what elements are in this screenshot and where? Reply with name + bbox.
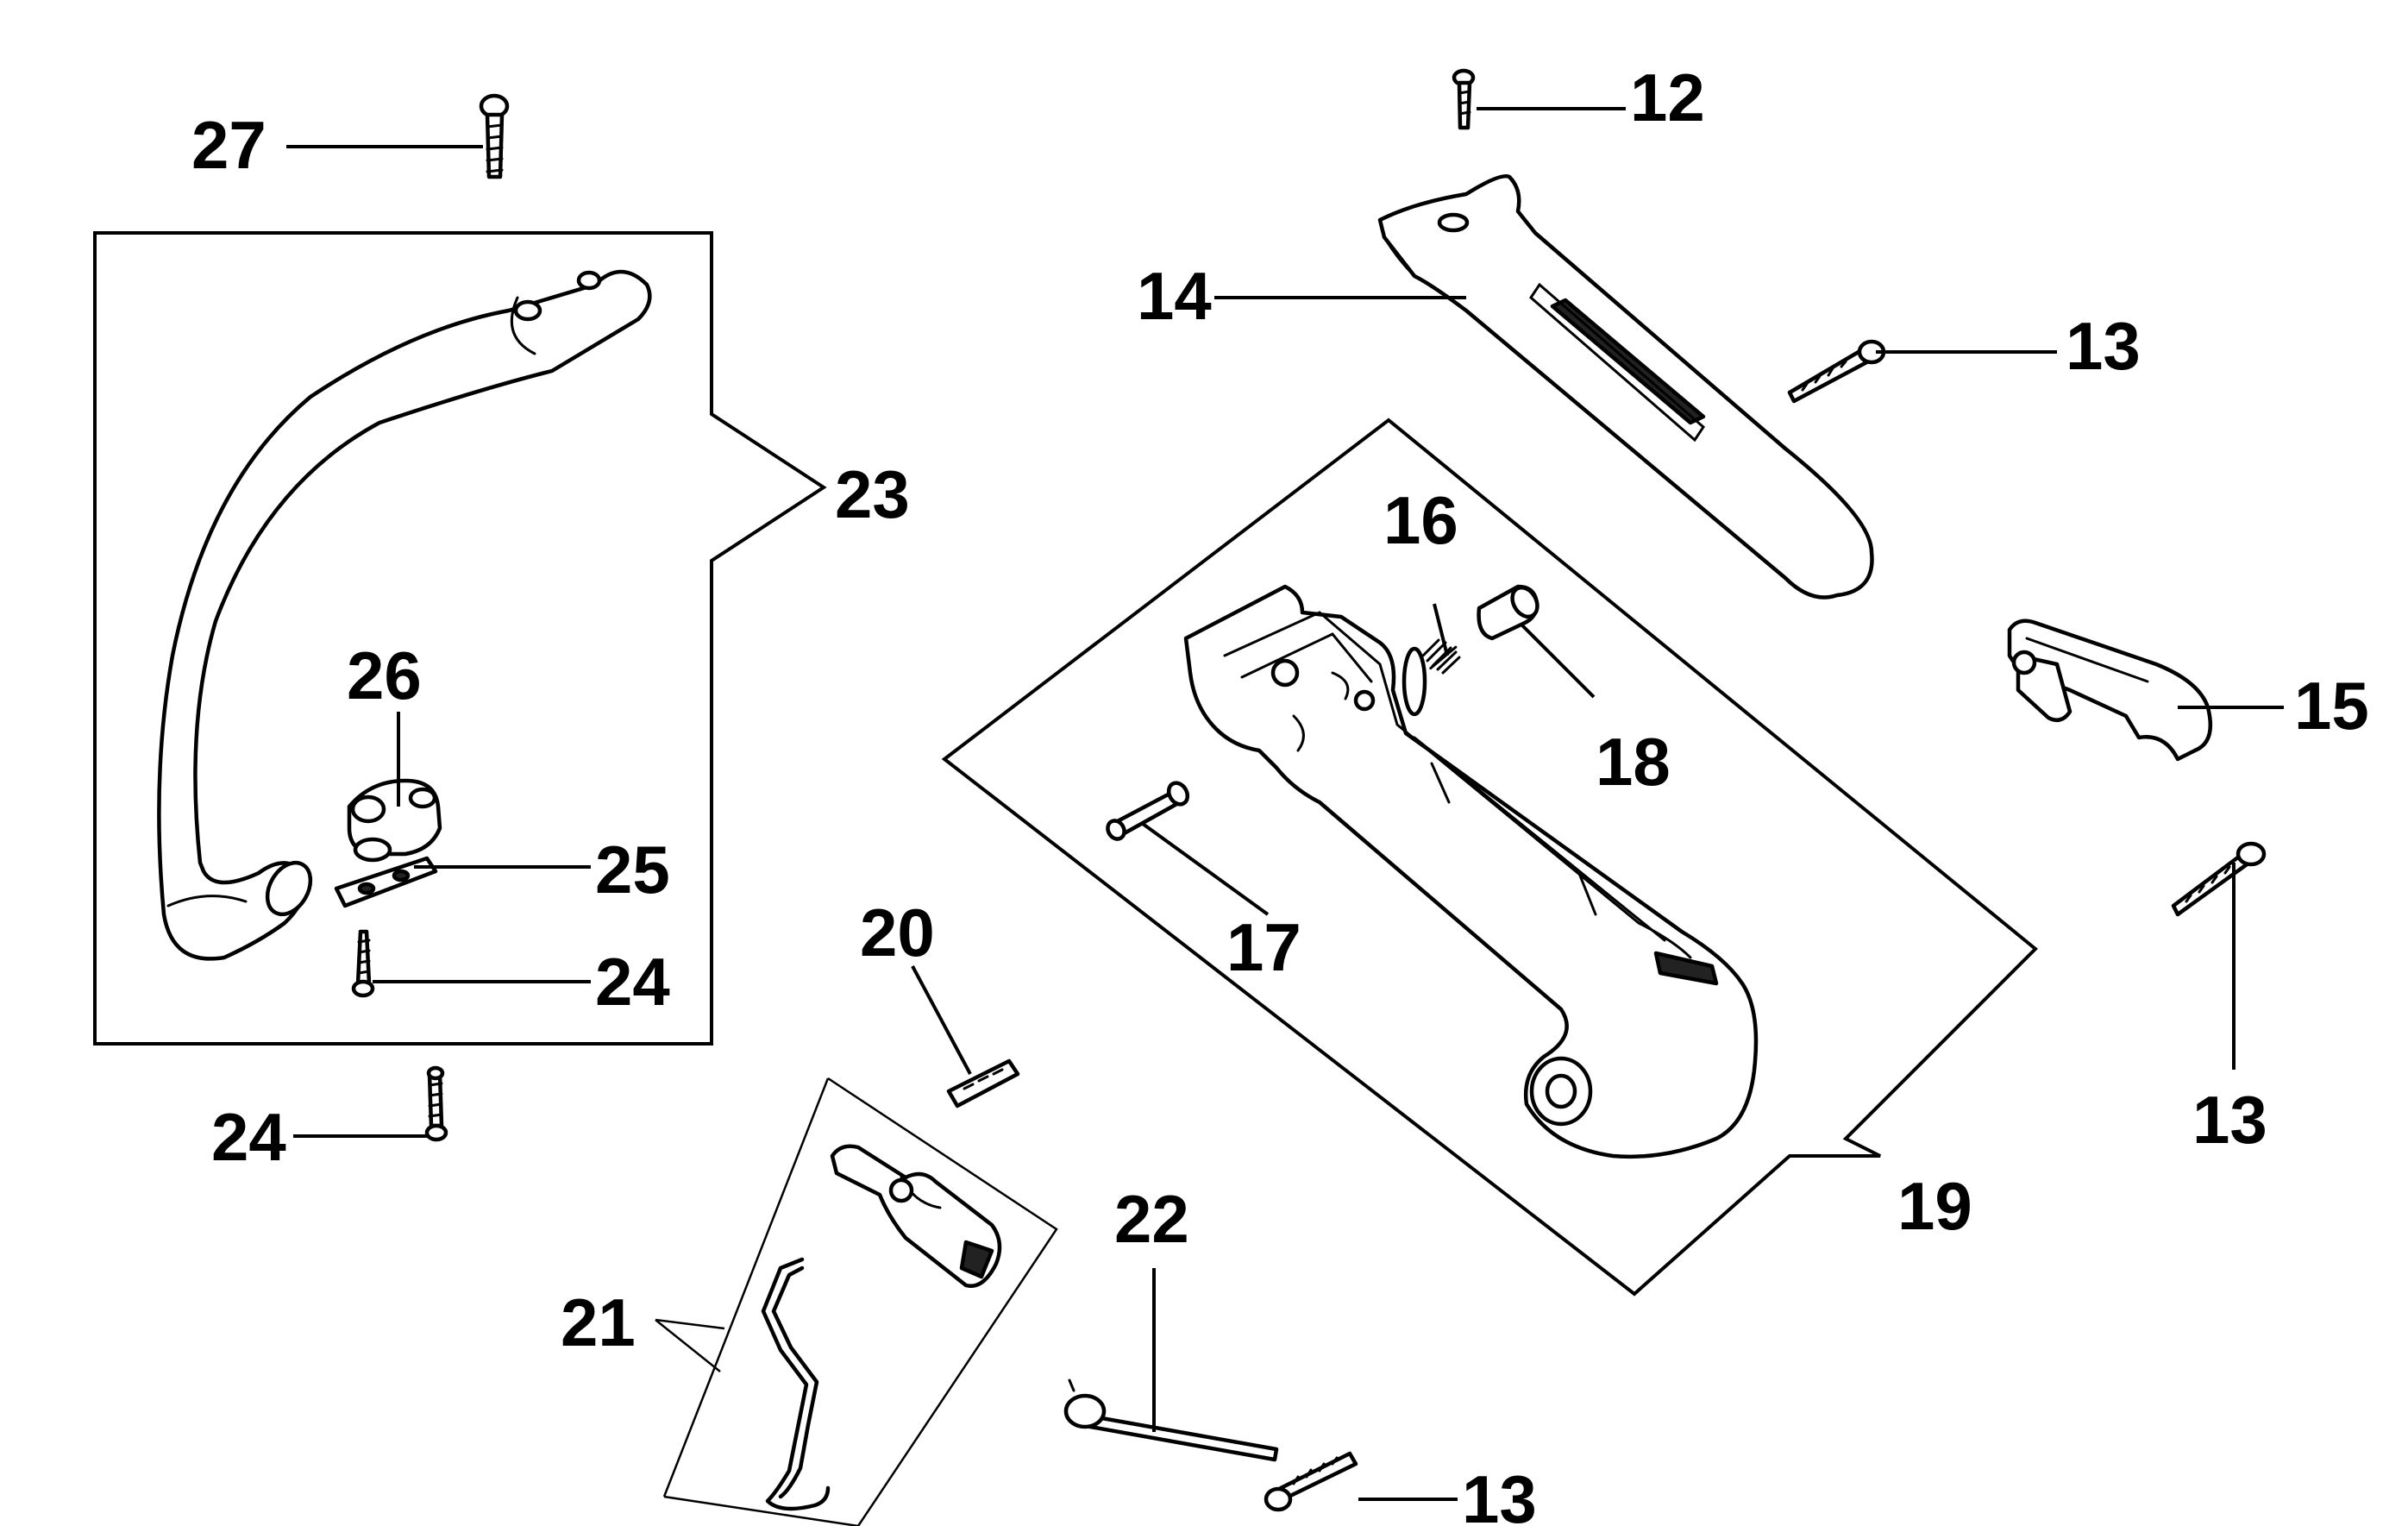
callout-25: 25 (595, 832, 670, 907)
rear-handle-cover-part (1377, 173, 1874, 600)
spring-part-16 (1421, 638, 1461, 675)
screw-24-inner (351, 929, 375, 998)
front-handle-group-box (93, 231, 827, 1046)
throttle-rod-part (761, 1257, 831, 1511)
clamp-part (347, 778, 442, 863)
rear-handle-group-box (941, 418, 2038, 1297)
callout-27: 27 (191, 107, 267, 183)
pin-part-17 (1106, 781, 1190, 841)
front-handle-tube (157, 269, 652, 961)
screw-12 (1452, 68, 1476, 130)
callout-16: 16 (1383, 482, 1458, 558)
throttle-trigger-part (830, 1144, 1002, 1288)
screw-13-right (2171, 841, 2267, 917)
rear-handle-body-part (1183, 584, 1759, 1159)
callout-labels: 27 12 14 13 23 16 26 15 18 25 20 17 24 1… (191, 60, 2369, 1526)
callout-22: 22 (1114, 1181, 1189, 1257)
plug-part-18 (1477, 584, 1539, 641)
callout-23: 23 (835, 456, 910, 532)
callout-26: 26 (347, 637, 422, 713)
callout-24-inner: 24 (595, 944, 670, 1020)
callout-13-bottom: 13 (1462, 1461, 1537, 1526)
leader-lines (286, 107, 2284, 1501)
callout-13-right: 13 (2192, 1082, 2267, 1158)
callout-14: 14 (1137, 258, 1212, 334)
callout-19: 19 (1897, 1168, 1972, 1244)
spring-pin-part-20 (946, 1058, 1020, 1108)
callout-21: 21 (561, 1284, 636, 1360)
throttle-group-box (662, 1077, 1058, 1526)
callout-13-upper: 13 (2066, 308, 2141, 384)
callout-12: 12 (1630, 60, 1705, 135)
screw-13-bottom (1264, 1451, 1358, 1512)
callout-24-outer: 24 (211, 1099, 286, 1175)
callout-20: 20 (860, 895, 935, 970)
screw-24-outer (424, 1065, 448, 1142)
latch-part-15 (2007, 619, 2213, 762)
screw-13-upper (1787, 339, 1886, 404)
callout-15: 15 (2294, 668, 2369, 744)
screw-27 (479, 93, 510, 179)
callout-17: 17 (1226, 909, 1301, 985)
callout-18: 18 (1596, 724, 1671, 800)
throttle-cable-part (1063, 1378, 1279, 1462)
clamp-plate-part (334, 856, 438, 908)
